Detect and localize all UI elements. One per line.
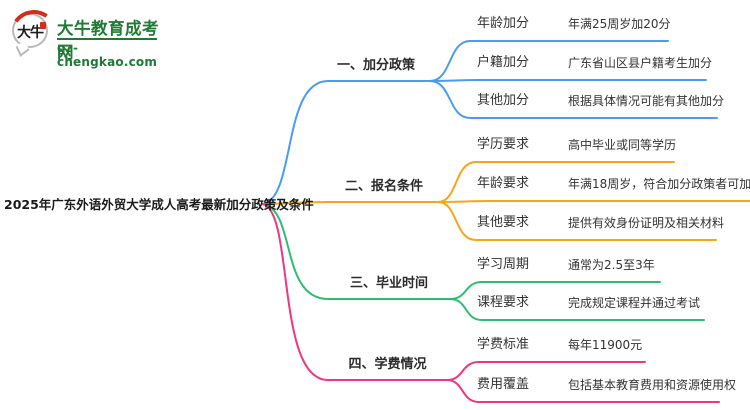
branch-2-child-3-connector <box>437 201 717 241</box>
logo-domain: gz-chengkao.com <box>57 41 158 69</box>
branch-3-child-1-label: 学习周期 <box>477 257 530 272</box>
branch-1-child-3-value: 根据具体情况可能有其他加分 <box>568 94 725 108</box>
branch-2-child-1-label: 学历要求 <box>477 137 530 152</box>
logo-seal-icon <box>40 22 46 29</box>
branch-2-child-1-value: 高中毕业或同等学历 <box>568 138 677 152</box>
branch-3-label: 三、毕业时间 <box>349 276 428 291</box>
branch-1-child-2-connector <box>429 79 707 82</box>
branch-3-child-2-connector <box>449 298 705 321</box>
branch-1-label: 一、加分政策 <box>336 58 415 73</box>
branch-1-child-1-connector <box>429 40 669 82</box>
logo-divider <box>57 38 157 40</box>
branch-4-child-2-label: 费用覆盖 <box>477 377 530 392</box>
branch-1-child-2-value: 广东省山区县户籍考生加分 <box>568 56 713 70</box>
branch-2-child-2-connector <box>437 200 750 203</box>
branch-3-child-1-value: 通常为2.5至3年 <box>568 258 655 272</box>
logo-bubble-icon: 大牛 <box>6 6 62 62</box>
branch-3-child-2-value: 完成规定课程并通过考试 <box>568 296 701 310</box>
branch-2-child-2-label: 年龄要求 <box>477 176 530 191</box>
branch-3-connector <box>262 203 451 300</box>
branch-1-child-2-label: 户籍加分 <box>477 55 530 70</box>
branch-4-child-1-connector <box>446 361 646 381</box>
branch-2-child-2-value: 年满18周岁，符合加分政策者可加分 <box>568 177 750 191</box>
branch-1-connector <box>262 80 431 205</box>
branch-2-label: 二、报名条件 <box>344 179 423 194</box>
branch-4-child-1-value: 每年11900元 <box>568 338 643 352</box>
branch-1-child-1-value: 年满25周岁加20分 <box>568 17 671 31</box>
branch-3-child-1-connector <box>449 281 661 300</box>
branch-4-child-2-value: 包括基本教育费用和资源使用权 <box>568 378 737 392</box>
mindmap-root-title: 2025年广东外语外贸大学成人高考最新加分政策及条件 <box>4 197 314 212</box>
branch-2-connector <box>262 201 439 205</box>
logo-site-name: 大牛教育成考网 <box>57 19 159 62</box>
branch-1-child-3-label: 其他加分 <box>477 93 530 108</box>
branch-2-child-3-value: 提供有效身份证明及相关材料 <box>568 216 725 230</box>
branch-1-child-1-label: 年龄加分 <box>477 16 530 31</box>
site-logo: 大牛 大牛教育成考网 gz-chengkao.com <box>6 6 172 69</box>
branch-4-child-2-connector <box>446 379 720 403</box>
branch-4-label: 四、学费情况 <box>348 357 427 372</box>
logo-characters: 大牛 <box>17 25 44 41</box>
branch-3-child-2-label: 课程要求 <box>477 295 530 310</box>
branch-2-child-1-connector <box>437 161 675 203</box>
branch-1-child-3-connector <box>429 80 718 119</box>
branch-2-child-3-label: 其他要求 <box>477 215 530 230</box>
branch-4-connector <box>262 203 448 381</box>
branch-4-child-1-label: 学费标准 <box>477 337 530 352</box>
